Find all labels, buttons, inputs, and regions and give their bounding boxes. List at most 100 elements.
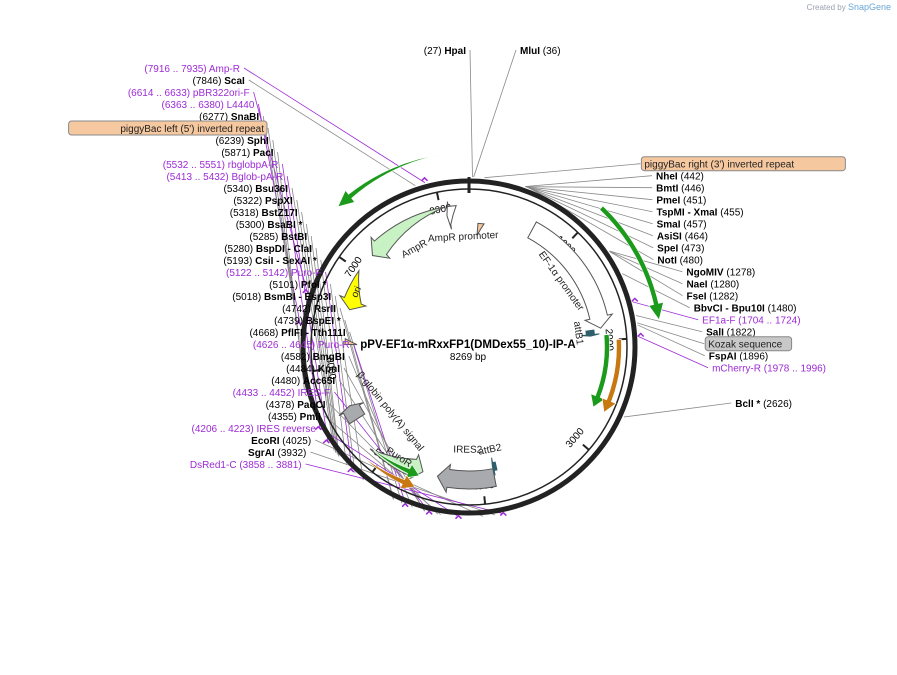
site-label-ecori[interactable]: EcoRI (4025) <box>251 436 311 447</box>
site-label-mlui[interactable]: MluI (36) <box>520 46 561 57</box>
label-leader-line <box>339 307 394 500</box>
feature-attb1[interactable] <box>581 329 600 337</box>
feature-tag-box <box>640 156 846 172</box>
site-label-pflfi[interactable]: (4668) PflFI - Tth111I <box>249 328 345 339</box>
feature-ires2[interactable] <box>436 463 497 494</box>
site-label-bsmbi[interactable]: (5018) BsmBI - Esp3I <box>232 292 331 303</box>
site-label-ires-f[interactable]: (4433 .. 4452) IRES-F <box>233 388 331 399</box>
site-label-bspei[interactable]: (4739) BspEI * <box>274 316 341 327</box>
orf-arrow <box>590 334 610 408</box>
site-label-csii[interactable]: (5193) CsiI - SexAI * <box>223 256 316 267</box>
label-leader-line <box>469 49 473 178</box>
primer-marker <box>347 467 355 473</box>
label-leader-line <box>296 199 336 453</box>
label-leader-line <box>637 322 705 345</box>
site-label-bstbi[interactable]: (5285) BstBI <box>249 232 307 243</box>
site-label-ef1a-f[interactable]: EF1a-F (1704 .. 1724) <box>702 316 800 327</box>
site-label-amp-r[interactable]: (7916 .. 7935) Amp-R <box>144 64 240 75</box>
plasmid-length: 8269 bp <box>450 352 487 363</box>
label-leader-line <box>526 186 653 201</box>
site-label-pmei[interactable]: PmeI (451) <box>656 196 706 207</box>
feature-ori[interactable] <box>338 268 368 311</box>
site-label-rbglobpa-r[interactable]: (5532 .. 5551) rbglobpA-R <box>163 160 279 171</box>
site-label-kpni[interactable]: (4484) KpnI <box>286 364 340 375</box>
site-label-l4440[interactable]: (6363 .. 6380) L4440 <box>162 100 255 111</box>
site-label-puro-r[interactable]: (4626 .. 4645) Puro-R <box>253 340 350 351</box>
site-label-nhei[interactable]: NheI (442) <box>656 172 704 183</box>
feature-label-ori: ori <box>349 285 364 300</box>
label-leader-line <box>272 139 300 343</box>
site-label-pspxi[interactable]: (5322) PspXI <box>233 196 293 207</box>
feature-globin-poly-a-signal[interactable] <box>338 402 366 425</box>
label-leader-line <box>334 295 364 481</box>
snapgene-logo: SnapGene <box>847 2 891 12</box>
primer-marker <box>401 502 409 508</box>
site-label-bmti[interactable]: BmtI (446) <box>656 184 704 195</box>
feature-piggybac-right[interactable] <box>476 222 485 236</box>
site-label-bstz17i[interactable]: (5318) BstZ17I <box>230 208 298 219</box>
site-label-smai[interactable]: SmaI (457) <box>657 220 707 231</box>
feature-ampr[interactable] <box>370 206 446 259</box>
label-leader-line <box>282 163 321 429</box>
label-leader-line <box>632 301 699 321</box>
tick-mark <box>582 443 590 451</box>
label-leader-line <box>637 324 705 357</box>
site-label-naei[interactable]: NaeI (1280) <box>686 280 739 291</box>
site-label-snabi[interactable]: (6277) SnaBI <box>199 112 259 123</box>
site-label-ires-reverse[interactable]: (4206 .. 4223) IRES reverse <box>191 424 316 435</box>
site-label-noti[interactable]: NotI (480) <box>657 256 703 267</box>
site-label-fsei[interactable]: FseI (1282) <box>687 292 739 303</box>
feature-attb2[interactable] <box>491 457 498 476</box>
site-label-sgrai[interactable]: SgrAI (3932) <box>248 448 306 459</box>
site-label-spei[interactable]: SpeI (473) <box>657 244 704 255</box>
site-label-bglob-pa-r[interactable]: (5413 .. 5432) Bglob-pA-R <box>166 172 283 183</box>
primer-marker <box>631 297 639 302</box>
tick-label: 7000 <box>343 255 365 280</box>
site-label-mcherry-r[interactable]: mCherry-R (1978 .. 1996) <box>712 364 826 375</box>
site-label-rsrii[interactable]: (4742) RsrII <box>282 304 336 315</box>
primer-marker <box>421 176 429 182</box>
feature-ef-1-promoter[interactable] <box>527 221 614 329</box>
label-leader-line <box>638 336 709 369</box>
site-label-sphi[interactable]: (6239) SphI <box>215 136 269 147</box>
site-label-piggybac-right-3-inverted-repeat[interactable]: piggyBac right (3') inverted repeat <box>644 160 794 171</box>
site-label-fspai[interactable]: FspAI (1896) <box>709 352 768 363</box>
site-label-bsu36i[interactable]: (5340) Bsu36I <box>224 184 289 195</box>
site-label-hpai[interactable]: (27) HpaI <box>424 46 466 57</box>
primer-marker <box>499 511 507 517</box>
site-label-paci[interactable]: (5871) PacI <box>221 148 273 159</box>
feature-label-attb1: attB1 <box>571 321 585 346</box>
site-label-pbr322ori-f[interactable]: (6614 .. 6633) pBR322ori-F <box>128 88 250 99</box>
site-label-dsred1-c[interactable]: DsRed1-C (3858 .. 3881) <box>190 460 302 471</box>
feature-ampr-promoter[interactable] <box>446 201 457 230</box>
site-label-puro-f[interactable]: (5122 .. 5142) Puro-F <box>226 268 322 279</box>
tick-mark <box>571 231 579 239</box>
primer-marker <box>322 438 330 444</box>
site-label-sali[interactable]: SalI (1822) <box>706 328 755 339</box>
site-label-bmgbi[interactable]: (4582) BmgBI <box>281 352 345 363</box>
site-label-ngomiv[interactable]: NgoMIV (1278) <box>686 268 755 279</box>
site-label-bcli[interactable]: BclI * (2626) <box>735 399 792 410</box>
site-label-acc65i[interactable]: (4480) Acc65I <box>271 376 335 387</box>
site-label-pfoi[interactable]: (5101) PfoI * <box>269 280 326 291</box>
site-label-bsabi[interactable]: (5300) BsaBI * <box>236 220 303 231</box>
label-leader-line <box>527 187 653 237</box>
site-label-scai[interactable]: (7846) ScaI <box>193 76 245 87</box>
label-leader-line <box>526 186 653 225</box>
feature-tag-box <box>704 336 793 352</box>
site-label-bspdi[interactable]: (5280) BspDI - ClaI <box>224 244 312 255</box>
site-label-pmli[interactable]: (4355) PmlI <box>268 412 321 423</box>
label-leader-line <box>310 235 340 457</box>
feature-label-ampr: AmpR <box>400 238 430 261</box>
plasmid-name: pPV-EF1α-mRxxFP1(DMDex55_10)-IP-A <box>360 339 575 351</box>
site-label-bbvci[interactable]: BbvCI - Bpu10I (1480) <box>694 304 797 315</box>
label-leader-line <box>524 175 653 187</box>
feature-piggybac-left[interactable] <box>344 337 358 346</box>
site-label-asisi[interactable]: AsiSI (464) <box>657 232 708 243</box>
feature-label-attb2: attB2 <box>477 442 503 458</box>
site-label-tspmi[interactable]: TspMI - XmaI (455) <box>657 208 744 219</box>
primer-marker <box>314 425 322 431</box>
site-label-kozak-sequence[interactable]: Kozak sequence <box>708 340 782 351</box>
site-label-paqci[interactable]: (4378) PaqCI <box>266 400 326 411</box>
site-label-piggybac-left-5-inverted-repeat[interactable]: piggyBac left (5') inverted repeat <box>120 124 264 135</box>
